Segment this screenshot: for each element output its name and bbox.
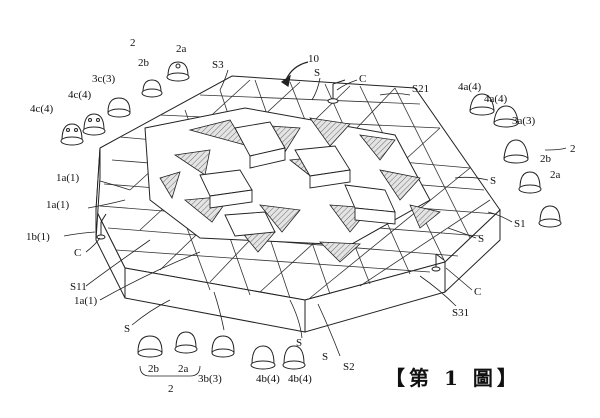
piece-4a-b <box>493 105 519 128</box>
label-s-right-upper: S <box>490 175 496 187</box>
label-s-bottom2: S <box>322 351 328 363</box>
label-s3: S3 <box>212 59 224 71</box>
label-s2: S2 <box>343 361 355 373</box>
label-s-top: S <box>314 67 320 79</box>
board-right-face <box>444 208 501 294</box>
piece-4a-a <box>469 93 495 116</box>
pole-left <box>96 213 107 240</box>
label-2a-right: 2a <box>550 169 561 181</box>
game-board <box>95 75 501 333</box>
label-s21: S21 <box>412 83 429 95</box>
raised-blocks <box>199 121 396 237</box>
label-4c-a: 4c(4) <box>30 103 54 115</box>
label-2a-bottom: 2a <box>178 363 189 375</box>
piece-4c-b <box>82 113 106 136</box>
label-4a-b: 4a(4) <box>484 93 508 105</box>
label-3c: 3c(3) <box>92 73 116 85</box>
bracket-lines <box>139 147 567 377</box>
label-c-top: C <box>359 73 366 85</box>
piece-2-right <box>518 171 562 228</box>
figure-caption: 【第 1 圖】 <box>385 366 521 390</box>
pole-markers <box>96 79 445 272</box>
label-c-left: C <box>74 247 81 259</box>
label-2-bottom: 2 <box>168 383 174 395</box>
label-s1: S1 <box>514 218 526 230</box>
label-2b-right: 2b <box>540 153 552 165</box>
board-left-face <box>95 147 101 241</box>
labels: 10 S C S3 S21 S S1 S C S31 S2 S S S S11 … <box>26 37 576 395</box>
label-4c-b: 4c(4) <box>68 89 92 101</box>
pole-right <box>431 253 445 272</box>
label-c-right: C <box>474 286 481 298</box>
piece-4b-b <box>282 345 306 370</box>
label-s31: S31 <box>452 307 469 319</box>
reference-arrow-10 <box>280 61 309 87</box>
label-1b: 1b(1) <box>26 231 50 243</box>
label-3b: 3b(3) <box>198 373 222 385</box>
piece-4b-a <box>250 345 276 370</box>
piece-2-top <box>141 61 190 98</box>
label-3a: 3a(3) <box>512 115 536 127</box>
label-s-left-bottom: S <box>124 323 130 335</box>
piece-3b <box>211 335 235 358</box>
label-10: 10 <box>308 53 320 65</box>
piece-3c <box>107 97 131 118</box>
label-2-top: 2 <box>130 37 136 49</box>
label-2-right: 2 <box>570 143 576 155</box>
pole-top <box>327 79 346 104</box>
label-1a-b: 1a(1) <box>46 199 70 211</box>
label-2b-bottom: 2b <box>148 363 160 375</box>
label-s-right-mid: S <box>478 233 484 245</box>
leader-lines <box>63 69 513 357</box>
piece-2-bottom <box>137 331 198 358</box>
game-pieces <box>60 61 562 370</box>
label-1a-a: 1a(1) <box>56 172 80 184</box>
piece-4c-a <box>60 123 84 146</box>
piece-3a <box>503 139 529 164</box>
label-4b-a: 4b(4) <box>256 373 280 385</box>
label-2a-top: 2a <box>176 43 187 55</box>
label-4a-a: 4a(4) <box>458 81 482 93</box>
label-2b-top: 2b <box>138 57 150 69</box>
label-4b-b: 4b(4) <box>288 373 312 385</box>
label-s-bottom1: S <box>296 337 302 349</box>
label-1a-c: 1a(1) <box>74 295 98 307</box>
label-s11: S11 <box>70 281 87 293</box>
